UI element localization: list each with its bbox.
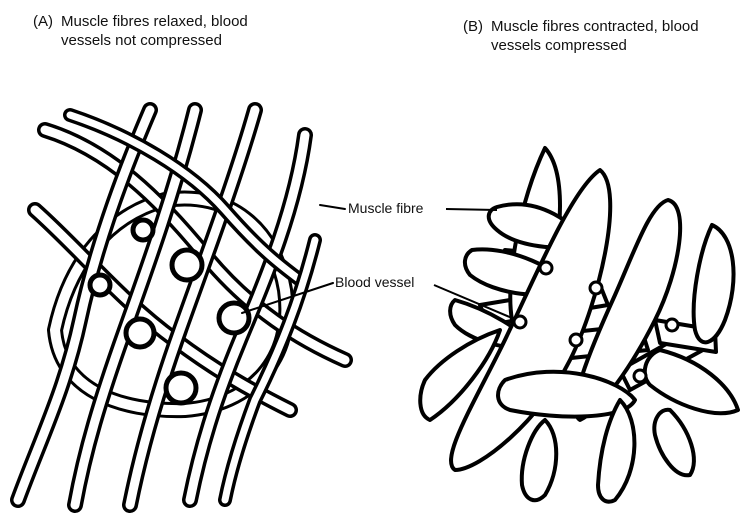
blood-vessel-a3 bbox=[90, 275, 110, 295]
muscle-fibre-leader bbox=[320, 205, 345, 209]
blood-vessel-label: Blood vessel bbox=[334, 274, 415, 290]
compressed-vessel-b1 bbox=[540, 262, 552, 274]
blood-vessel-a5 bbox=[219, 303, 249, 333]
contracted-fibre-b12 bbox=[645, 350, 738, 413]
muscle-fibre-leader-b bbox=[446, 209, 497, 210]
compressed-vessel-b5 bbox=[666, 319, 678, 331]
compressed-vessel-b3 bbox=[514, 316, 526, 328]
muscle-fibre-label: Muscle fibre bbox=[347, 200, 424, 216]
blood-vessel-a6 bbox=[166, 373, 196, 403]
compressed-vessel-b2 bbox=[590, 282, 602, 294]
contracted-fibre-b13 bbox=[654, 410, 694, 475]
contracted-fibre-b8 bbox=[694, 225, 734, 342]
compressed-vessel-b6 bbox=[634, 370, 646, 382]
blood-vessel-a2 bbox=[172, 250, 202, 280]
compressed-vessel-b4 bbox=[570, 334, 582, 346]
panel-a-drawing bbox=[18, 110, 345, 505]
blood-vessel-a1 bbox=[133, 220, 153, 240]
blood-vessel-a4 bbox=[126, 319, 154, 347]
contracted-fibre-b10 bbox=[522, 420, 556, 500]
panel-b-drawing bbox=[420, 148, 738, 502]
